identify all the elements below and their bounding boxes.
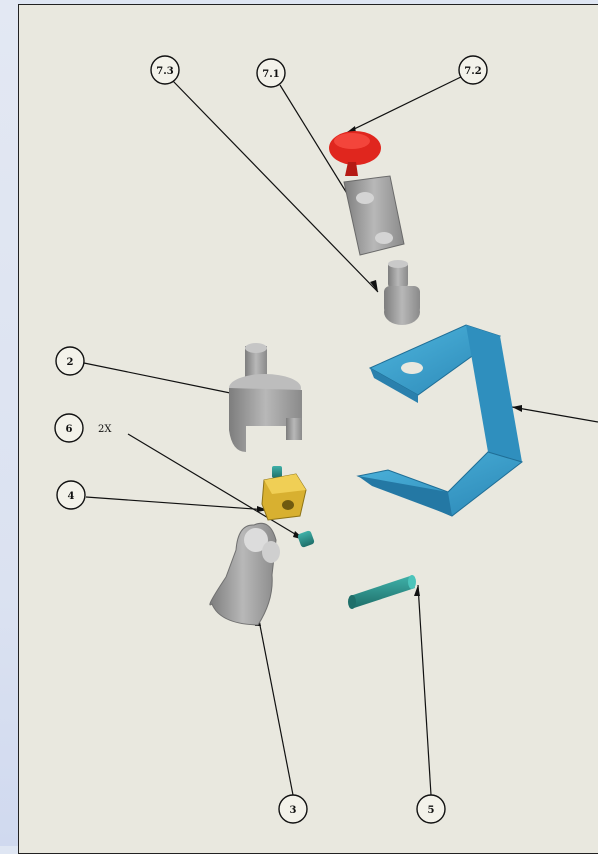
balloon-7-2[interactable]: 7.2 <box>458 55 488 85</box>
arrow-5 <box>414 585 420 596</box>
balloon-label: 7.1 <box>262 69 279 80</box>
part-knob[interactable] <box>329 131 381 176</box>
leader-2 <box>83 362 241 396</box>
part-bracket[interactable] <box>356 324 524 517</box>
balloon-3[interactable]: 3 <box>278 794 308 824</box>
leader-6 <box>127 433 306 541</box>
balloon-6[interactable]: 6 <box>54 413 84 443</box>
balloon-label: 5 <box>428 805 435 816</box>
balloon-7-3[interactable]: 7.3 <box>150 55 180 85</box>
balloon-label: 6 <box>66 424 73 435</box>
balloon-label: 3 <box>290 805 297 816</box>
part-bolt[interactable] <box>384 260 420 325</box>
leader-1 <box>511 406 598 423</box>
balloon-4[interactable]: 4 <box>56 480 86 510</box>
quantity-note: 2X <box>98 424 112 435</box>
balloon-7-1[interactable]: 7.1 <box>256 58 286 88</box>
part-plate[interactable] <box>343 175 405 256</box>
part-setscrew[interactable] <box>272 466 315 548</box>
arrow-1 <box>512 405 522 412</box>
part-nut[interactable] <box>261 473 307 521</box>
leader-3 <box>257 614 294 796</box>
arrow-7-3 <box>370 280 378 292</box>
leader-7-3 <box>171 79 379 293</box>
part-clevis[interactable] <box>209 522 280 626</box>
leader-7-1 <box>279 84 357 209</box>
leader-5 <box>417 584 432 796</box>
balloon-2[interactable]: 2 <box>55 346 85 376</box>
balloon-label: 2 <box>67 357 74 368</box>
leader-lines <box>83 74 598 796</box>
part-fork[interactable] <box>229 343 302 456</box>
leader-7-2 <box>345 74 466 134</box>
balloon-5[interactable]: 5 <box>416 794 446 824</box>
leader-4 <box>85 496 269 511</box>
balloon-label: 7.3 <box>156 66 173 77</box>
balloon-label: 7.2 <box>464 66 481 77</box>
window-background <box>0 0 18 846</box>
part-pin[interactable] <box>348 575 416 609</box>
balloon-label: 4 <box>68 491 75 502</box>
